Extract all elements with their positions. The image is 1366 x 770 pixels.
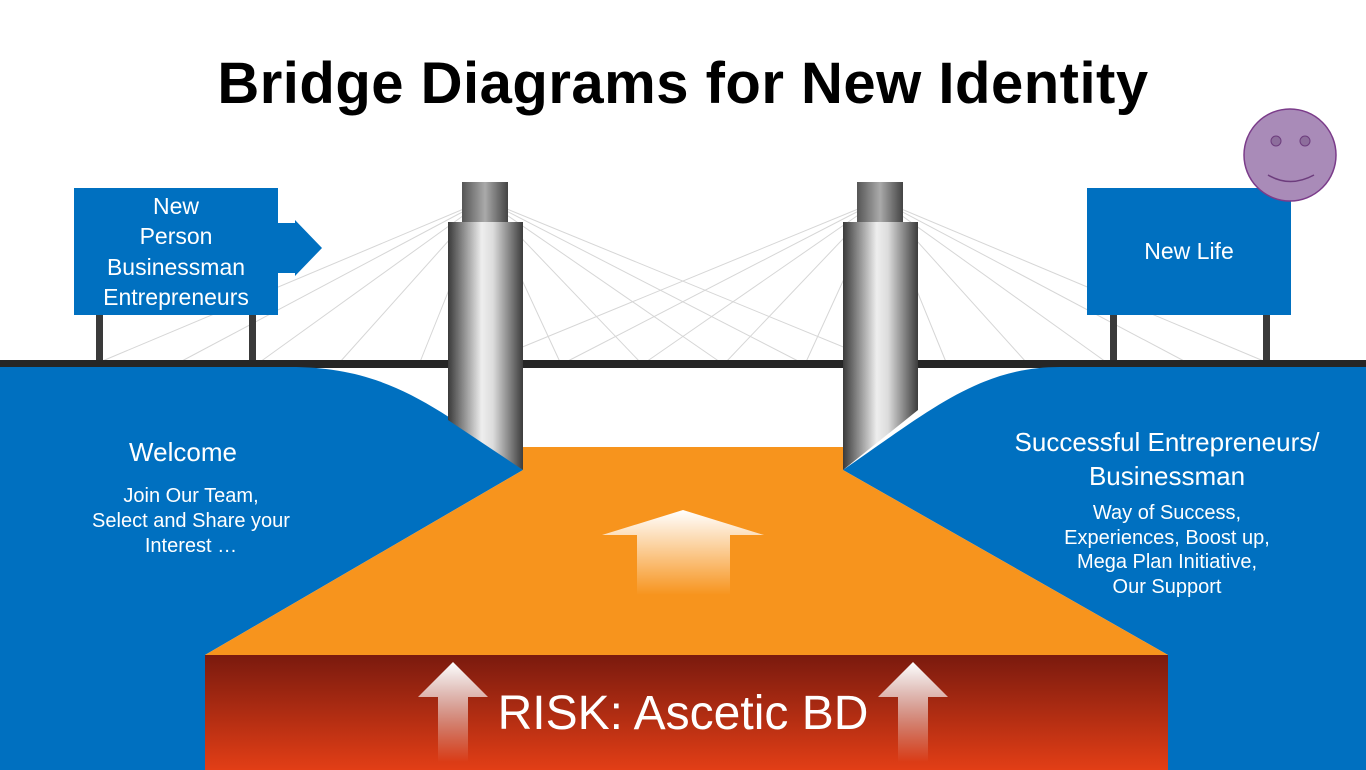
welcome-line: Join Our Team,	[123, 485, 259, 507]
right-up-arrow-icon	[878, 662, 948, 762]
center-up-arrow-icon	[602, 510, 764, 595]
welcome-heading: Welcome	[129, 437, 237, 467]
left-bank	[0, 367, 523, 770]
success-heading: Successful Entrepreneurs/ Businessman	[987, 425, 1347, 493]
smiley-icon	[1243, 108, 1337, 202]
success-text: Way of Success, Experiences, Boost up, M…	[1027, 501, 1307, 599]
risk-label: RISK: Ascetic BD	[497, 687, 869, 740]
left-sign-line: Businessman	[106, 253, 246, 280]
left-tower	[448, 182, 523, 470]
bridge-deck	[0, 360, 1366, 368]
success-line: Mega Plan Initiative,	[1076, 551, 1258, 573]
left-up-arrow-icon	[418, 662, 488, 762]
left-sign-line: New	[152, 192, 199, 219]
sign-posts	[96, 312, 1270, 362]
success-heading-line: Successful Entrepreneurs/	[1014, 427, 1320, 457]
right-sign-board	[1087, 188, 1291, 315]
success-line: Our Support	[1112, 575, 1222, 598]
page-title: Bridge Diagrams for New Identity	[217, 51, 1149, 116]
right-arrow-icon	[278, 220, 322, 276]
left-sign-board	[74, 188, 278, 315]
left-sign: New Person Businessman Entrepreneurs	[74, 188, 278, 315]
left-sign-line: Person	[139, 223, 213, 249]
welcome-text: Join Our Team, Select and Share your Int…	[53, 484, 329, 559]
risk-zone	[205, 655, 1168, 770]
welcome-line: Select and Share your	[92, 510, 290, 532]
left-sign-line: Entrepreneurs	[103, 284, 249, 310]
right-sign: New Life	[1087, 188, 1291, 315]
right-sign-label: New Life	[1144, 238, 1234, 265]
success-heading-line: Businessman	[1088, 461, 1246, 491]
right-bank	[843, 367, 1366, 770]
success-line: Way of Success,	[1092, 502, 1242, 524]
right-tower	[843, 182, 918, 470]
welcome-line: Interest …	[144, 535, 238, 557]
success-line: Experiences, Boost up,	[1064, 526, 1270, 549]
